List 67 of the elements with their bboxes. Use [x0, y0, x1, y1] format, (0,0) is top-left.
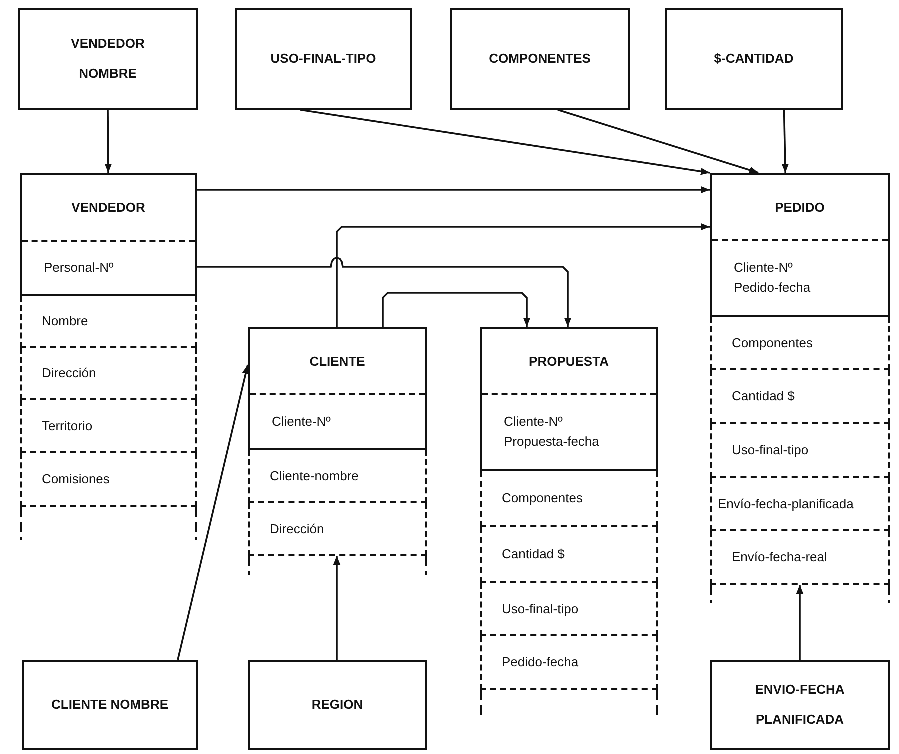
attribute-field	[20, 453, 197, 507]
record-box	[248, 327, 427, 450]
arrow	[333, 556, 341, 660]
entity-name: VENDEDOR NOMBRE	[70, 35, 146, 83]
arrow	[104, 110, 112, 173]
attribute-field	[710, 478, 890, 531]
field-name: Comisiones	[42, 472, 110, 486]
record-box	[20, 173, 197, 296]
key-fields: Cliente-Nº Propuesta-fecha	[504, 412, 604, 452]
attribute-field	[20, 400, 197, 453]
field-name: Componentes	[502, 490, 583, 506]
record-box	[480, 327, 658, 471]
field-name: Dirección	[270, 521, 324, 536]
record-title: PEDIDO	[775, 200, 825, 214]
attribute-field	[248, 450, 427, 503]
entity-box	[665, 8, 843, 110]
record-title: VENDEDOR	[72, 200, 146, 215]
attribute-field	[20, 348, 197, 400]
attribute-field	[480, 636, 658, 690]
field-name: Cantidad $	[732, 388, 795, 404]
field-name: Uso-final-tipo	[502, 601, 579, 616]
field-name: Cliente-nombre	[270, 468, 359, 483]
entity-name: COMPONENTES	[489, 50, 591, 68]
entity-name: ENVIO-FECHA PLANIFICADA	[754, 681, 846, 729]
entity-box	[710, 660, 890, 750]
arrow	[197, 186, 710, 194]
entity-box	[450, 8, 630, 110]
field-name: Envío-fecha-real	[732, 550, 828, 564]
attribute-field	[480, 471, 658, 527]
arrow	[382, 292, 531, 327]
field-name: Cantidad $	[502, 546, 565, 562]
entity-name: $-CANTIDAD	[714, 50, 794, 68]
entity-box	[22, 660, 198, 750]
attribute-field	[248, 503, 427, 556]
field-name: Pedido-fecha	[502, 654, 579, 670]
field-name: Dirección	[42, 366, 96, 380]
entity-box	[235, 8, 412, 110]
attribute-field	[480, 583, 658, 636]
arrow	[336, 223, 710, 327]
arrow	[782, 110, 789, 174]
record-title: CLIENTE	[310, 354, 366, 368]
arrow	[177, 364, 250, 660]
record-title: PROPUESTA	[529, 354, 609, 368]
arrow	[300, 109, 710, 176]
entity-box	[248, 660, 427, 750]
record-box	[710, 173, 890, 317]
attribute-field	[710, 424, 890, 478]
attribute-field	[20, 296, 197, 348]
entity-box	[18, 8, 198, 110]
key-fields: Cliente-Nº	[272, 412, 372, 432]
attribute-field	[710, 531, 890, 585]
field-name: Nombre	[42, 314, 88, 328]
entity-name: CLIENTE NOMBRE	[52, 696, 168, 714]
entity-name: USO-FINAL-TIPO	[270, 50, 376, 68]
attribute-field	[480, 527, 658, 583]
key-fields: Cliente-Nº Pedido-fecha	[734, 258, 834, 298]
attribute-field	[710, 370, 890, 424]
field-name: Envío-fecha-planificada	[718, 496, 854, 511]
field-name: Territorio	[42, 418, 93, 433]
field-name: Componentes	[732, 335, 813, 350]
arrow	[796, 585, 804, 660]
arrow	[558, 109, 759, 174]
entity-name: REGION	[312, 696, 364, 714]
key-fields: Personal-Nº	[44, 258, 144, 278]
field-name: Uso-final-tipo	[732, 442, 809, 458]
attribute-field	[710, 317, 890, 370]
arrow	[197, 257, 572, 327]
